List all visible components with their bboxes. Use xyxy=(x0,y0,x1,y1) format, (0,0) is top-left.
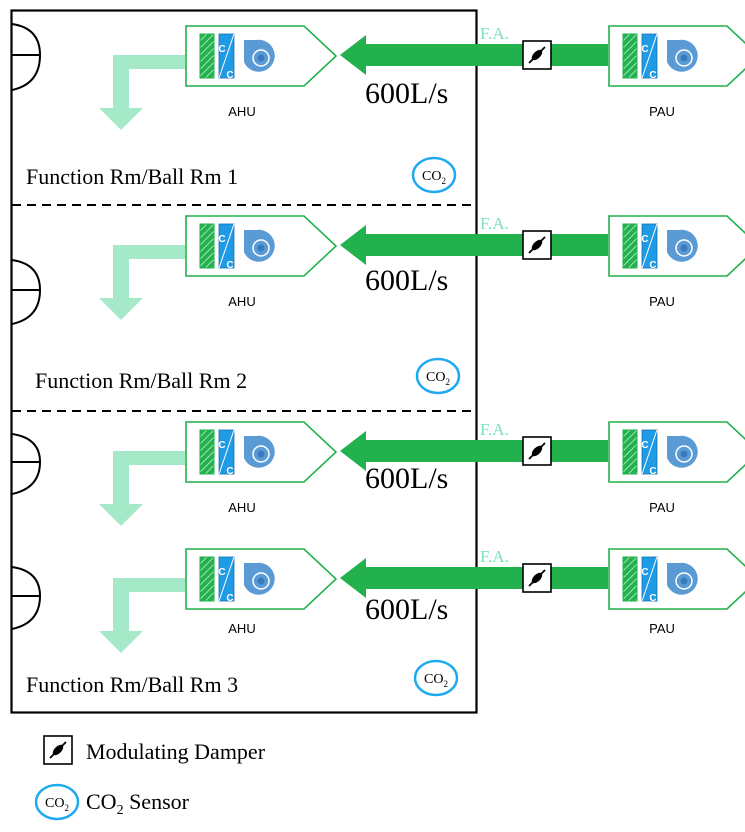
airflow-label: 600L/s xyxy=(365,593,448,626)
room-label: Function Rm/Ball Rm 2 xyxy=(35,368,247,393)
room-label: Function Rm/Ball Rm 1 xyxy=(26,164,238,189)
ahu-unit xyxy=(185,215,337,277)
room-2: Function Rm/Ball Rm 2 CO2 xyxy=(35,357,461,395)
coil-label: C xyxy=(226,70,233,81)
fresh-air-label: F.A. xyxy=(480,24,509,43)
pau-label: PAU xyxy=(649,104,675,119)
coil-label: C xyxy=(641,234,648,245)
co2-sensor-icon: CO2 xyxy=(415,357,461,395)
system-row-2: C C C C AHU PAU F.A. 600L/s xyxy=(11,214,745,325)
legend-damper-icon xyxy=(43,735,73,765)
coil-label: C xyxy=(218,234,225,245)
fresh-air-label: F.A. xyxy=(480,214,509,233)
supply-arrow xyxy=(99,55,185,130)
pau-unit xyxy=(608,548,745,610)
svg-text:CO2: CO2 xyxy=(426,370,450,387)
fresh-air-duct xyxy=(340,35,608,75)
coil-label: C xyxy=(649,70,656,81)
ahu-label: AHU xyxy=(228,294,255,309)
pau-label: PAU xyxy=(649,294,675,309)
legend-co2-sensor-label: CO2 Sensor xyxy=(86,789,190,818)
coil-label: C xyxy=(218,44,225,55)
fresh-air-label: F.A. xyxy=(480,547,509,566)
co2-sensor-icon: CO2 xyxy=(411,156,457,194)
fresh-air-duct xyxy=(340,558,608,598)
pau-unit xyxy=(608,215,745,277)
supply-arrow xyxy=(99,578,185,653)
pau-label: PAU xyxy=(649,500,675,515)
system-row-1: C C C C AHU PAU F.A. 600L/s xyxy=(11,23,745,130)
coil-label: C xyxy=(226,593,233,604)
airflow-label: 600L/s xyxy=(365,462,448,495)
ahu-label: AHU xyxy=(228,621,255,636)
fresh-air-label: F.A. xyxy=(480,420,509,439)
legend: Modulating Damper CO2 CO2 Sensor xyxy=(34,735,266,821)
modulating-damper-icon xyxy=(522,436,552,466)
modulating-damper-icon xyxy=(522,230,552,260)
system-row-4: C C C C AHU PAU F.A. 600L/s xyxy=(11,547,745,653)
modulating-damper-icon xyxy=(522,563,552,593)
coil-label: C xyxy=(226,466,233,477)
ahu-unit xyxy=(185,548,337,610)
supply-diffuser xyxy=(11,433,42,495)
co2-sensor-icon: CO2 xyxy=(413,659,459,697)
airflow-label: 600L/s xyxy=(365,77,448,110)
building-outline xyxy=(10,9,478,714)
coil-label: C xyxy=(649,260,656,271)
room-3: Function Rm/Ball Rm 3 CO2 xyxy=(26,659,459,697)
coil-label: C xyxy=(649,466,656,477)
legend-co2-sensor-icon: CO2 xyxy=(34,783,80,821)
supply-diffuser xyxy=(11,259,42,325)
coil-label: C xyxy=(218,440,225,451)
ahu-unit xyxy=(185,25,337,87)
ahu-label: AHU xyxy=(228,500,255,515)
pau-unit xyxy=(608,421,745,483)
coil-label: C xyxy=(641,440,648,451)
coil-label: C xyxy=(226,260,233,271)
pau-unit xyxy=(608,25,745,87)
legend-damper-label: Modulating Damper xyxy=(86,739,266,764)
room-1: Function Rm/Ball Rm 1 CO2 xyxy=(26,156,457,194)
modulating-damper-icon xyxy=(522,40,552,70)
supply-arrow xyxy=(99,245,185,320)
airflow-label: 600L/s xyxy=(365,264,448,297)
coil-label: C xyxy=(641,567,648,578)
supply-diffuser xyxy=(11,23,42,91)
pau-label: PAU xyxy=(649,621,675,636)
coil-label: C xyxy=(649,593,656,604)
svg-text:CO2: CO2 xyxy=(422,169,446,186)
fresh-air-duct xyxy=(340,225,608,265)
coil-label: C xyxy=(218,567,225,578)
ahu-label: AHU xyxy=(228,104,255,119)
room-label: Function Rm/Ball Rm 3 xyxy=(26,672,238,697)
svg-text:CO2: CO2 xyxy=(45,796,69,813)
coil-label: C xyxy=(641,44,648,55)
svg-text:CO2: CO2 xyxy=(424,672,448,689)
supply-diffuser xyxy=(11,566,42,630)
system-row-3: C C C C AHU PAU F.A. 600L/s xyxy=(11,420,745,526)
ahu-unit xyxy=(185,421,337,483)
supply-arrow xyxy=(99,451,185,526)
